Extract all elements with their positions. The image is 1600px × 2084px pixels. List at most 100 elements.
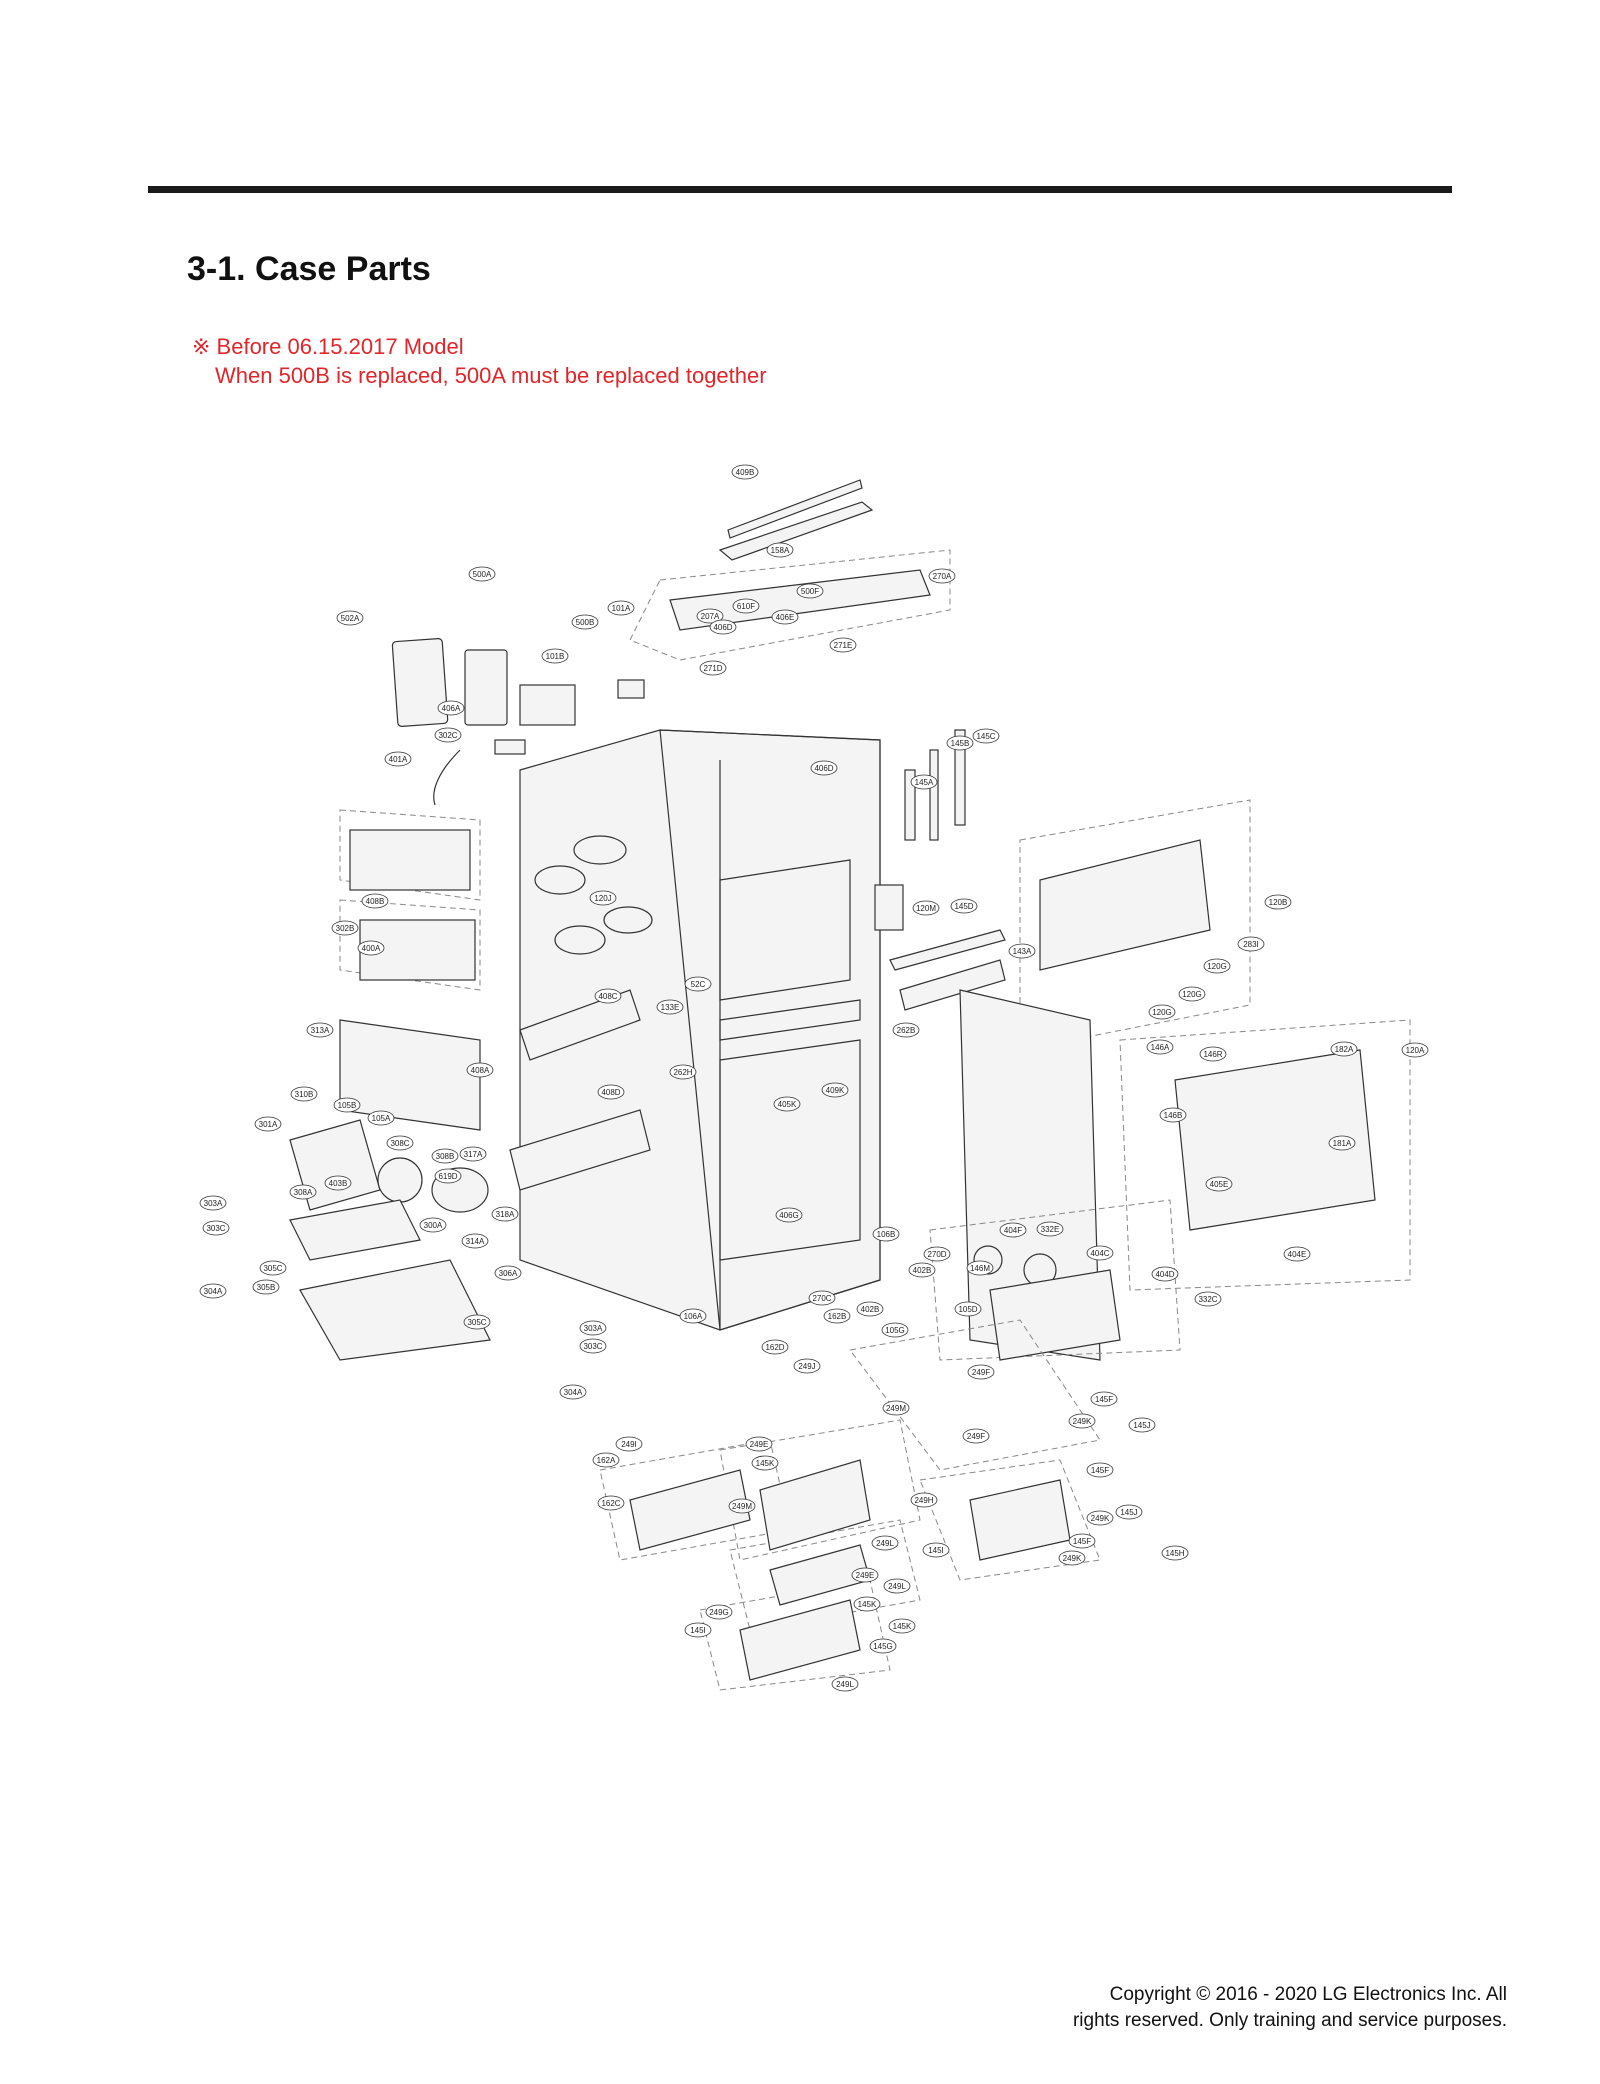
part-label-text: 406A bbox=[442, 704, 461, 713]
part-label-146m: 146M bbox=[966, 1260, 994, 1276]
part-label-105g: 105G bbox=[881, 1322, 909, 1338]
part-label-text: 249L bbox=[876, 1539, 894, 1548]
part-label-303a: 303A bbox=[199, 1195, 227, 1211]
part-label-249k: 249K bbox=[1068, 1413, 1096, 1429]
part-label-text: 120G bbox=[1182, 990, 1202, 999]
part-label-text: 145A bbox=[915, 778, 934, 787]
part-label-408a: 408A bbox=[466, 1062, 494, 1078]
part-label-405k: 405K bbox=[773, 1096, 801, 1112]
part-label-text: 305B bbox=[257, 1283, 276, 1292]
part-label-145b: 145B bbox=[946, 735, 974, 751]
part-label-401a: 401A bbox=[384, 751, 412, 767]
part-label-text: 145G bbox=[873, 1642, 893, 1651]
part-label-500a: 500A bbox=[468, 566, 496, 582]
door-bins bbox=[509, 835, 653, 1191]
part-label-text: 500B bbox=[576, 618, 595, 627]
part-label-101b: 101B bbox=[541, 648, 569, 664]
part-label-text: 302C bbox=[438, 731, 457, 740]
part-label-302c: 302C bbox=[434, 727, 462, 743]
part-label-106a: 106A bbox=[679, 1308, 707, 1324]
part-label-145a: 145A bbox=[910, 774, 938, 790]
part-label-145c: 145C bbox=[972, 728, 1000, 744]
part-label-249j: 249J bbox=[793, 1358, 821, 1374]
part-label-text: 52C bbox=[691, 980, 706, 989]
note-line-1: ※ Before 06.15.2017 Model bbox=[192, 334, 464, 359]
part-label-text: 145F bbox=[1073, 1537, 1091, 1546]
part-label-text: 408A bbox=[471, 1066, 490, 1075]
part-label-308c: 308C bbox=[386, 1135, 414, 1151]
part-label-text: 304A bbox=[564, 1388, 583, 1397]
part-label-text: 313A bbox=[311, 1026, 330, 1035]
part-label-145j: 145J bbox=[1128, 1417, 1156, 1433]
part-label-145f: 145F bbox=[1068, 1533, 1096, 1549]
part-label-249k: 249K bbox=[1086, 1510, 1114, 1526]
part-label-text: 120B bbox=[1269, 898, 1288, 907]
note-line-2: When 500B is replaced, 500A must be repl… bbox=[215, 363, 767, 388]
part-label-text: 145H bbox=[1165, 1549, 1184, 1558]
part-label-406g: 406G bbox=[775, 1207, 803, 1223]
part-label-text: 120M bbox=[916, 904, 936, 913]
part-label-300a: 300A bbox=[419, 1217, 447, 1233]
part-label-314a: 314A bbox=[461, 1233, 489, 1249]
part-label-619d: 619D bbox=[434, 1168, 462, 1184]
part-label-101a: 101A bbox=[607, 600, 635, 616]
copyright-line-1: Copyright © 2016 - 2020 LG Electronics I… bbox=[1109, 1984, 1507, 2005]
part-label-305b: 305B bbox=[252, 1279, 280, 1295]
part-label-text: 145F bbox=[1091, 1466, 1109, 1475]
part-label-text: 406D bbox=[814, 764, 833, 773]
part-label-text: 332E bbox=[1041, 1225, 1060, 1234]
part-label-120g: 120G bbox=[1178, 986, 1206, 1002]
part-label-158a: 158A bbox=[766, 542, 794, 558]
part-label-text: 308B bbox=[436, 1152, 455, 1161]
part-label-text: 306A bbox=[499, 1269, 518, 1278]
right-door-assembly bbox=[1119, 1019, 1411, 1291]
part-label-500f: 500F bbox=[796, 583, 824, 599]
part-label-text: 301A bbox=[259, 1120, 278, 1129]
part-label-text: 303A bbox=[584, 1324, 603, 1333]
part-label-text: 303A bbox=[204, 1199, 223, 1208]
part-label-text: 249E bbox=[856, 1571, 875, 1580]
part-label-text: 120A bbox=[1406, 1046, 1425, 1055]
part-label-text: 500F bbox=[801, 587, 819, 596]
part-label-145f: 145F bbox=[1090, 1391, 1118, 1407]
part-label-text: 304A bbox=[204, 1287, 223, 1296]
copyright-line-2: rights reserved. Only training and servi… bbox=[1072, 2010, 1507, 2031]
part-label-text: 332C bbox=[1198, 1295, 1217, 1304]
part-label-249e: 249E bbox=[745, 1436, 773, 1452]
part-label-text: 145K bbox=[858, 1600, 877, 1609]
part-label-262b: 262B bbox=[892, 1022, 920, 1038]
part-label-text: 146A bbox=[1151, 1043, 1170, 1052]
part-label-403b: 403B bbox=[324, 1175, 352, 1191]
part-label-text: 401A bbox=[389, 755, 408, 764]
part-label-text: 249I bbox=[621, 1440, 637, 1449]
part-label-304a: 304A bbox=[559, 1384, 587, 1400]
part-label-249l: 249L bbox=[871, 1535, 899, 1551]
part-label-249f: 249F bbox=[962, 1428, 990, 1444]
control-modules bbox=[391, 638, 645, 806]
part-label-text: 105G bbox=[885, 1326, 905, 1335]
part-label-text: 249E bbox=[750, 1440, 769, 1449]
part-label-406d: 406D bbox=[709, 619, 737, 635]
part-label-145d: 145D bbox=[950, 898, 978, 914]
part-label-text: 145J bbox=[1120, 1508, 1137, 1517]
part-label-text: 303C bbox=[206, 1224, 225, 1233]
side-rails bbox=[874, 729, 1006, 1011]
part-label-105d: 105D bbox=[954, 1301, 982, 1317]
part-label-text: 270C bbox=[812, 1294, 831, 1303]
replacement-note: ※ Before 06.15.2017 Model When 500B is r… bbox=[192, 332, 767, 390]
part-label-303c: 303C bbox=[579, 1338, 607, 1354]
part-label-text: 406G bbox=[779, 1211, 799, 1220]
part-label-text: 404F bbox=[1004, 1226, 1022, 1235]
part-label-text: 143A bbox=[1013, 947, 1032, 956]
part-label-text: 610F bbox=[737, 602, 755, 611]
part-label-text: 106B bbox=[877, 1230, 896, 1239]
part-label-406e: 406E bbox=[771, 609, 799, 625]
part-label-text: 405K bbox=[778, 1100, 797, 1109]
part-label-text: 305C bbox=[467, 1318, 486, 1327]
part-label-105a: 105A bbox=[367, 1110, 395, 1126]
part-label-text: 105B bbox=[338, 1101, 357, 1110]
part-label-120b: 120B bbox=[1264, 894, 1292, 910]
part-label-text: 302B bbox=[336, 924, 355, 933]
part-label-182a: 182A bbox=[1330, 1041, 1358, 1057]
part-label-text: 249L bbox=[836, 1680, 854, 1689]
